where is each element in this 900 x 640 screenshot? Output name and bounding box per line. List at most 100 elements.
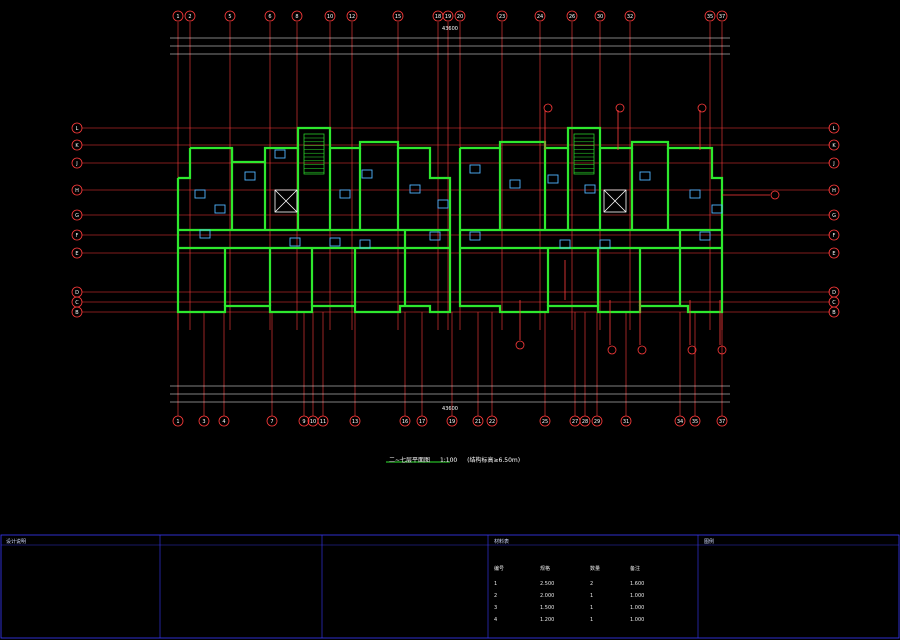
equipment-box xyxy=(509,179,521,189)
table-cell: 1.600 xyxy=(630,581,645,587)
axis-label: L xyxy=(833,126,836,132)
fire-hydrant-icon xyxy=(515,103,780,355)
axis-bubble xyxy=(534,10,546,22)
axis-label: J xyxy=(75,161,77,167)
bottom-total-dimension: 43600 xyxy=(442,406,458,412)
table-header-1: 编号 xyxy=(494,566,505,572)
equipment-box xyxy=(711,204,723,214)
axis-label: 26 xyxy=(569,14,575,20)
equipment-box xyxy=(359,239,371,249)
axis-label: 29 xyxy=(594,419,600,425)
axis-label: 4 xyxy=(222,419,225,425)
axis-label: E xyxy=(75,251,78,257)
axis-label: 30 xyxy=(597,14,603,20)
axis-bubble xyxy=(392,10,404,22)
axis-label: 15 xyxy=(395,14,401,20)
bottom-dimension-lines xyxy=(170,385,730,403)
axis-label: 35 xyxy=(692,419,698,425)
axis-label: 27 xyxy=(572,419,578,425)
materials-header: 材料表 xyxy=(494,539,510,545)
equipment-box xyxy=(339,189,351,199)
axis-bubble xyxy=(446,415,458,427)
axis-bubble xyxy=(539,415,551,427)
axis-label: 7 xyxy=(270,419,273,425)
axis-bubble xyxy=(624,10,636,22)
axis-bubble xyxy=(486,415,498,427)
axis-bubble xyxy=(71,139,83,151)
axis-label: 1 xyxy=(176,14,179,20)
axis-bubble xyxy=(454,10,466,22)
riser-marker xyxy=(717,345,727,355)
axis-label: 37 xyxy=(719,14,725,20)
equipment-box xyxy=(429,231,441,241)
table-cell: 1 xyxy=(590,593,594,599)
axis-label: 19 xyxy=(445,14,451,20)
pipe-icon xyxy=(194,149,723,249)
equipment-box xyxy=(689,189,701,199)
axis-bubble xyxy=(828,139,840,151)
axis-label: J xyxy=(832,161,834,167)
top-dimension-lines xyxy=(170,37,730,55)
axis-label: K xyxy=(75,143,79,149)
table-cell: 1.200 xyxy=(540,617,555,623)
axis-bubble xyxy=(442,10,454,22)
axis-bubble xyxy=(218,415,230,427)
design-notes-header: 设计说明 xyxy=(6,539,27,545)
table-cell: 2 xyxy=(590,581,594,587)
table-cell: 1 xyxy=(590,605,594,611)
legend-panel: 设计说明 材料表 图例 编号 规格 数量 备注 1 2.500 2 1.600 … xyxy=(0,534,900,640)
axis-label: 31 xyxy=(623,419,629,425)
axis-bubble xyxy=(416,415,428,427)
valve-icon xyxy=(519,110,770,345)
riser-marker xyxy=(770,190,780,200)
axis-label: L xyxy=(76,126,79,132)
axis-label: C xyxy=(75,300,79,306)
equipment-box xyxy=(194,189,206,199)
riser-marker xyxy=(637,345,647,355)
equipment-box xyxy=(409,184,421,194)
riser-marker xyxy=(697,103,707,113)
axis-bubble xyxy=(496,10,508,22)
axis-label: 37 xyxy=(719,419,725,425)
axis-label: B xyxy=(75,310,79,316)
table-row: 3 xyxy=(494,605,498,611)
axis-label: 5 xyxy=(228,14,231,20)
equipment-box xyxy=(639,171,651,181)
axis-label: 22 xyxy=(489,419,495,425)
table-header-3: 数量 xyxy=(590,566,601,572)
top-total-dimension: 43600 xyxy=(442,26,458,32)
axis-label: 12 xyxy=(349,14,355,20)
equipment-box xyxy=(329,237,341,247)
axis-bubble xyxy=(198,415,210,427)
axis-label: 13 xyxy=(352,419,358,425)
drawing-scale: 1:100 xyxy=(439,457,458,464)
table-cell: 2.000 xyxy=(540,593,555,599)
axis-label: 24 xyxy=(537,14,543,20)
equipment-box xyxy=(199,229,211,239)
axis-bubble xyxy=(716,415,728,427)
axis-label: 11 xyxy=(320,419,326,425)
axis-label: C xyxy=(832,300,836,306)
axis-bubble xyxy=(828,229,840,241)
axis-label: 1 xyxy=(176,419,179,425)
axis-bubble xyxy=(266,415,278,427)
axis-label: 35 xyxy=(707,14,713,20)
equipment-box xyxy=(244,171,256,181)
axis-label: 34 xyxy=(677,419,683,425)
axis-bubble xyxy=(689,415,701,427)
axis-label: D xyxy=(832,290,836,296)
axis-bubble xyxy=(346,10,358,22)
equipment-box xyxy=(584,184,596,194)
axis-bubble xyxy=(399,415,411,427)
equipment-box xyxy=(469,231,481,241)
axis-bubble xyxy=(71,247,83,259)
axis-bubble xyxy=(291,10,303,22)
table-cell: 1.000 xyxy=(630,617,645,623)
axis-label: 3 xyxy=(202,419,205,425)
table-cell: 1.000 xyxy=(630,605,645,611)
axis-bubble xyxy=(317,415,329,427)
equipment-box xyxy=(559,239,571,249)
riser-marker xyxy=(687,345,697,355)
